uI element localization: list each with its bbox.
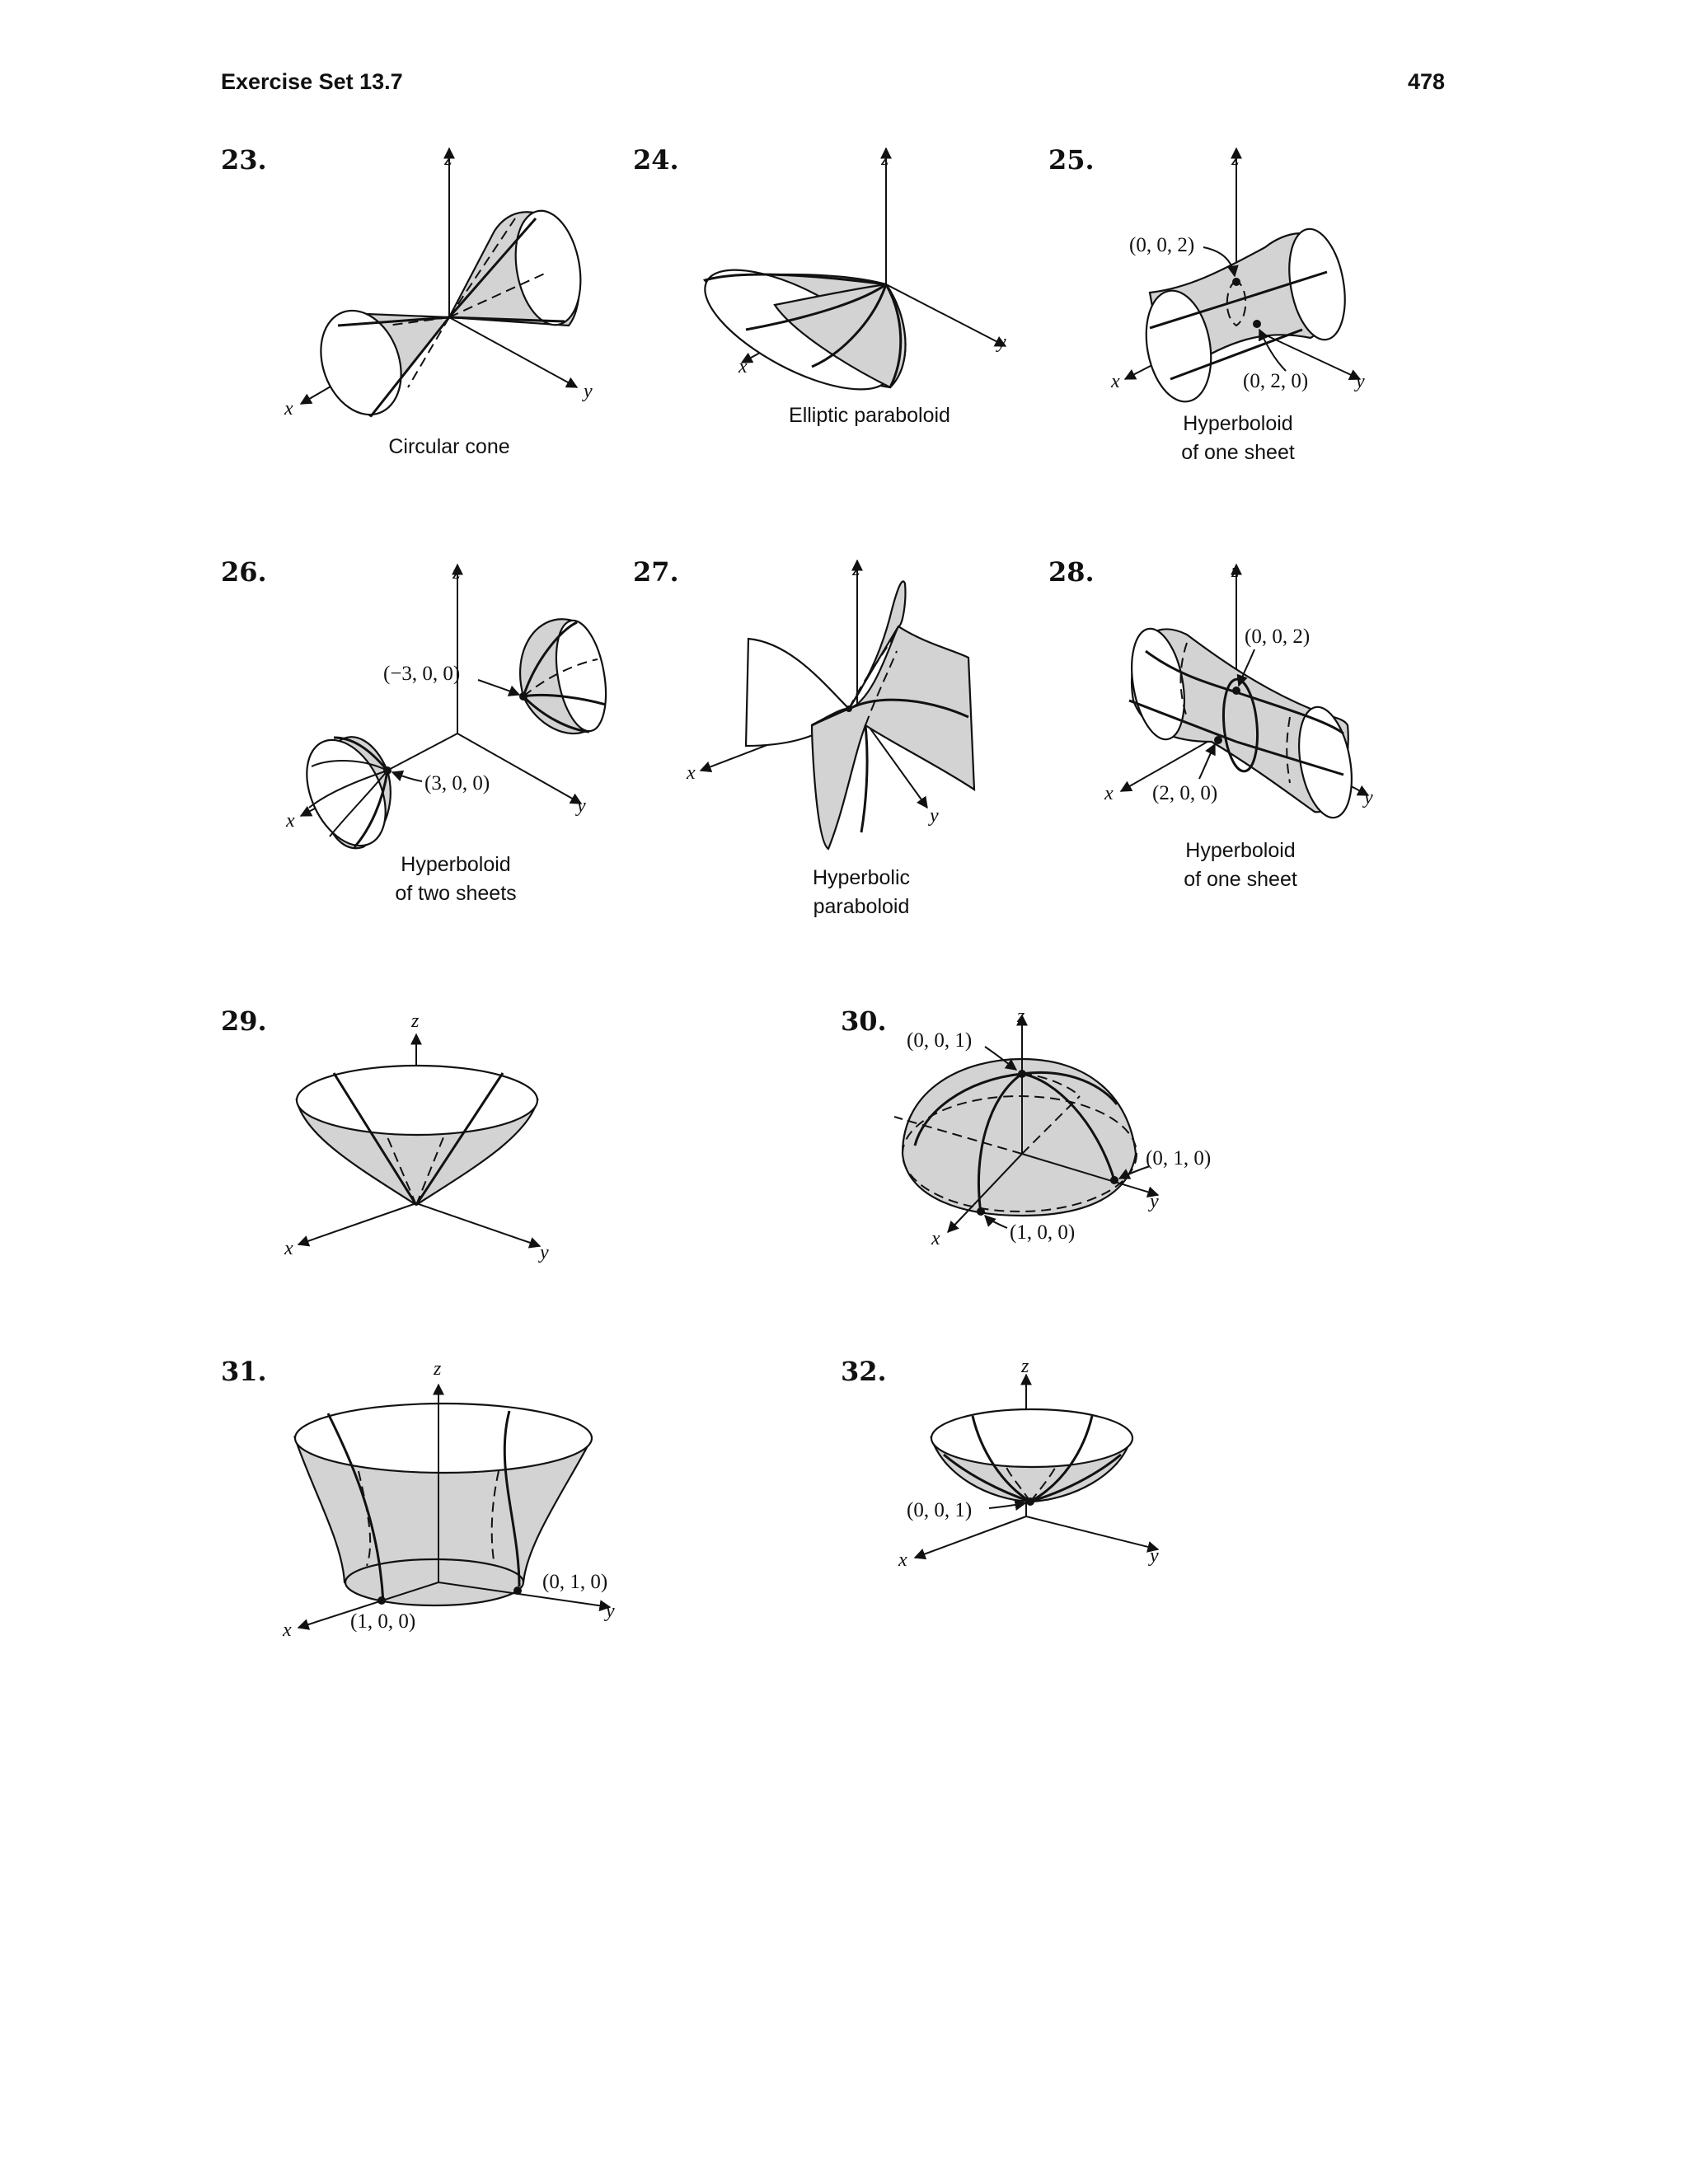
axis-y: y [604,1601,615,1622]
figure-number: 27. [633,556,679,588]
point-label: (0, 1, 0) [1146,1147,1211,1169]
figure-28: 28. z x y (0, 0, 2) (2, 0, 0) Hyperboloi… [1048,556,1373,891]
figure-number: 24. [633,144,679,176]
caption-line-2: of two sheets [395,882,516,905]
axis-x: x [1110,371,1120,392]
figure-25: 25. z x y (0, 0, 2) (0, 2, 0) Hyperboloi… [1048,144,1365,464]
point-label: (−3, 0, 0) [383,663,460,685]
caption-line-1: Hyperboloid [401,853,510,876]
figure-31: 31. z x y (0, 1, 0) (1, 0, 0) [221,1356,615,1641]
axis-z: z [1231,560,1240,582]
axis-y: y [1148,1545,1159,1567]
figure-29: 29. z x y [221,1005,549,1263]
axis-z: z [443,148,452,170]
axis-z: z [452,562,461,583]
axis-x: x [282,1619,292,1641]
figure-number: 29. [221,1005,267,1037]
axis-z: z [1016,1005,1025,1027]
figure-number: 23. [221,144,267,176]
axis-y: y [1148,1191,1159,1212]
axis-z: z [880,148,889,170]
point-label: (0, 2, 0) [1243,370,1308,392]
point-label: (0, 0, 2) [1129,234,1194,256]
figure-26: 26. z x y (−3, 0, 0) (3, 0, 0) Hyperbolo… [221,556,607,905]
axis-x: x [284,1238,293,1259]
axis-x: x [284,398,293,419]
axis-x: x [898,1549,907,1571]
axis-z: z [433,1358,442,1380]
axis-x: x [285,810,295,832]
section-title: Exercise Set 13.7 [221,69,403,94]
figure-number: 25. [1048,144,1095,176]
axis-z: z [851,559,860,580]
point-label: (0, 0, 1) [907,1029,972,1052]
point-label: (1, 0, 0) [1010,1221,1075,1244]
caption: Elliptic paraboloid [789,404,950,427]
axis-x: x [686,762,696,784]
axis-x: x [738,356,748,377]
axis-y: y [538,1242,549,1263]
axis-y: y [1362,787,1373,808]
caption-line-1: Hyperbolic [813,866,910,889]
axis-y: y [582,381,593,402]
caption-line-1: Hyperboloid [1185,839,1295,862]
figure-23: 23. z x y Circular cone [221,144,593,458]
point-label: (0, 1, 0) [542,1571,607,1593]
axis-z: z [1231,148,1240,170]
page-number: 478 [1408,69,1446,94]
axis-z: z [410,1010,420,1032]
axis-y: y [1354,371,1365,392]
figure-32: 32. z x y (0, 0, 1) [841,1356,1160,1571]
axis-y: y [928,805,939,827]
point-label: (0, 0, 1) [907,1499,972,1521]
figure-number: 32. [841,1356,887,1387]
caption-line-2: paraboloid [814,895,910,918]
caption-line-2: of one sheet [1181,441,1295,464]
figure-number: 30. [841,1005,887,1037]
axis-z: z [1020,1356,1029,1377]
point-label: (1, 0, 0) [350,1610,415,1633]
point-label: (3, 0, 0) [424,772,490,794]
caption-line-2: of one sheet [1184,868,1297,891]
caption: Circular cone [388,435,509,458]
point-label: (0, 0, 2) [1245,626,1310,648]
figure-27: 27. z x y Hyperbolic paraboloid [633,556,976,918]
axis-y: y [996,331,1006,353]
figure-number: 28. [1048,556,1095,588]
axis-y: y [575,795,586,817]
figure-number: 31. [221,1356,267,1387]
point-label: (2, 0, 0) [1152,782,1217,804]
figure-number: 26. [221,556,267,588]
axis-x: x [931,1228,940,1249]
caption-line-1: Hyperboloid [1183,412,1292,435]
figure-24: 24. z x y Elliptic paraboloid [633,144,1007,427]
figure-30: 30. z x y (0, 0, 1) (0, 1, 0) (1, 0, 0) [841,1005,1211,1249]
axis-x: x [1104,783,1114,804]
